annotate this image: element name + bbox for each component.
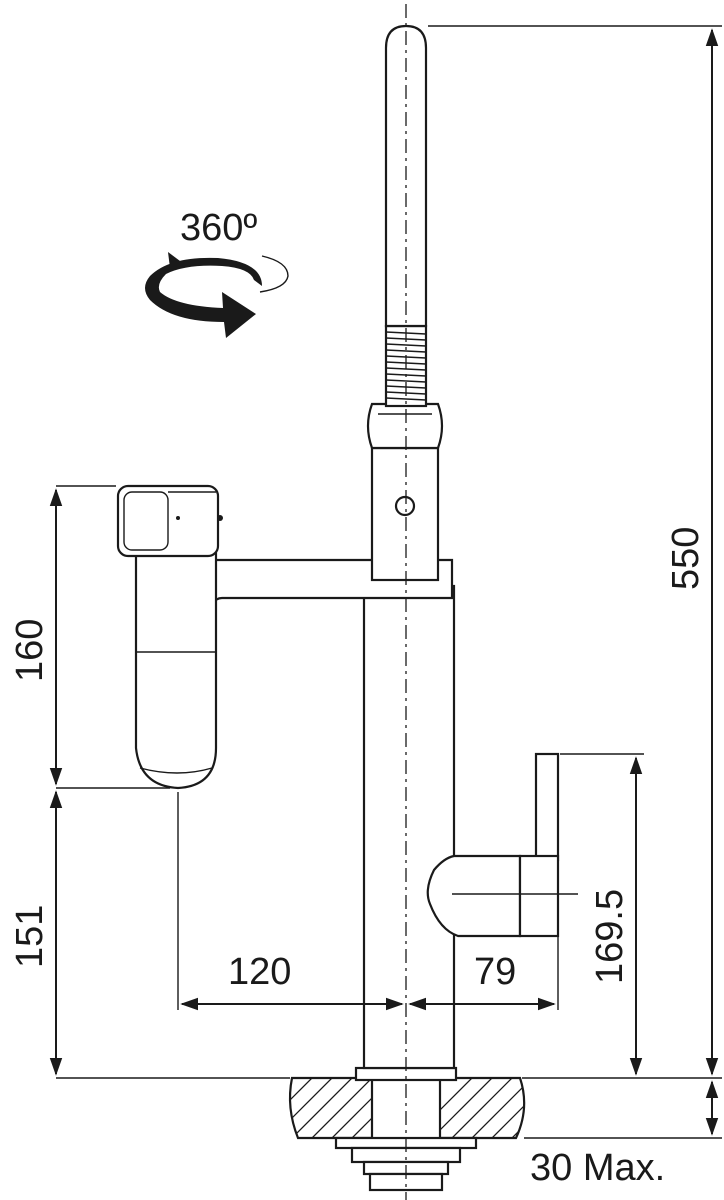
faucet-column (362, 584, 456, 1070)
extension-lines (56, 25, 722, 1139)
dim-max-counter-thickness: 30 Max. (530, 1147, 665, 1189)
spray-head (116, 484, 223, 790)
dim-lever-offset: 79 (474, 951, 516, 993)
dim-spray-head-height: 160 (9, 619, 51, 682)
dim-rotation-label: 360º (180, 207, 257, 249)
dim-lever-height: 169.5 (589, 889, 631, 984)
dim-total-height: 550 (665, 527, 707, 590)
swivel-collar (366, 402, 444, 582)
dimension-lines (49, 28, 719, 1136)
dim-spray-head-clearance: 151 (9, 905, 51, 968)
countertop-section (288, 1066, 526, 1192)
lever-handle (426, 752, 560, 938)
rotation-arrow-icon (145, 252, 289, 338)
dim-spout-reach: 120 (228, 951, 291, 993)
